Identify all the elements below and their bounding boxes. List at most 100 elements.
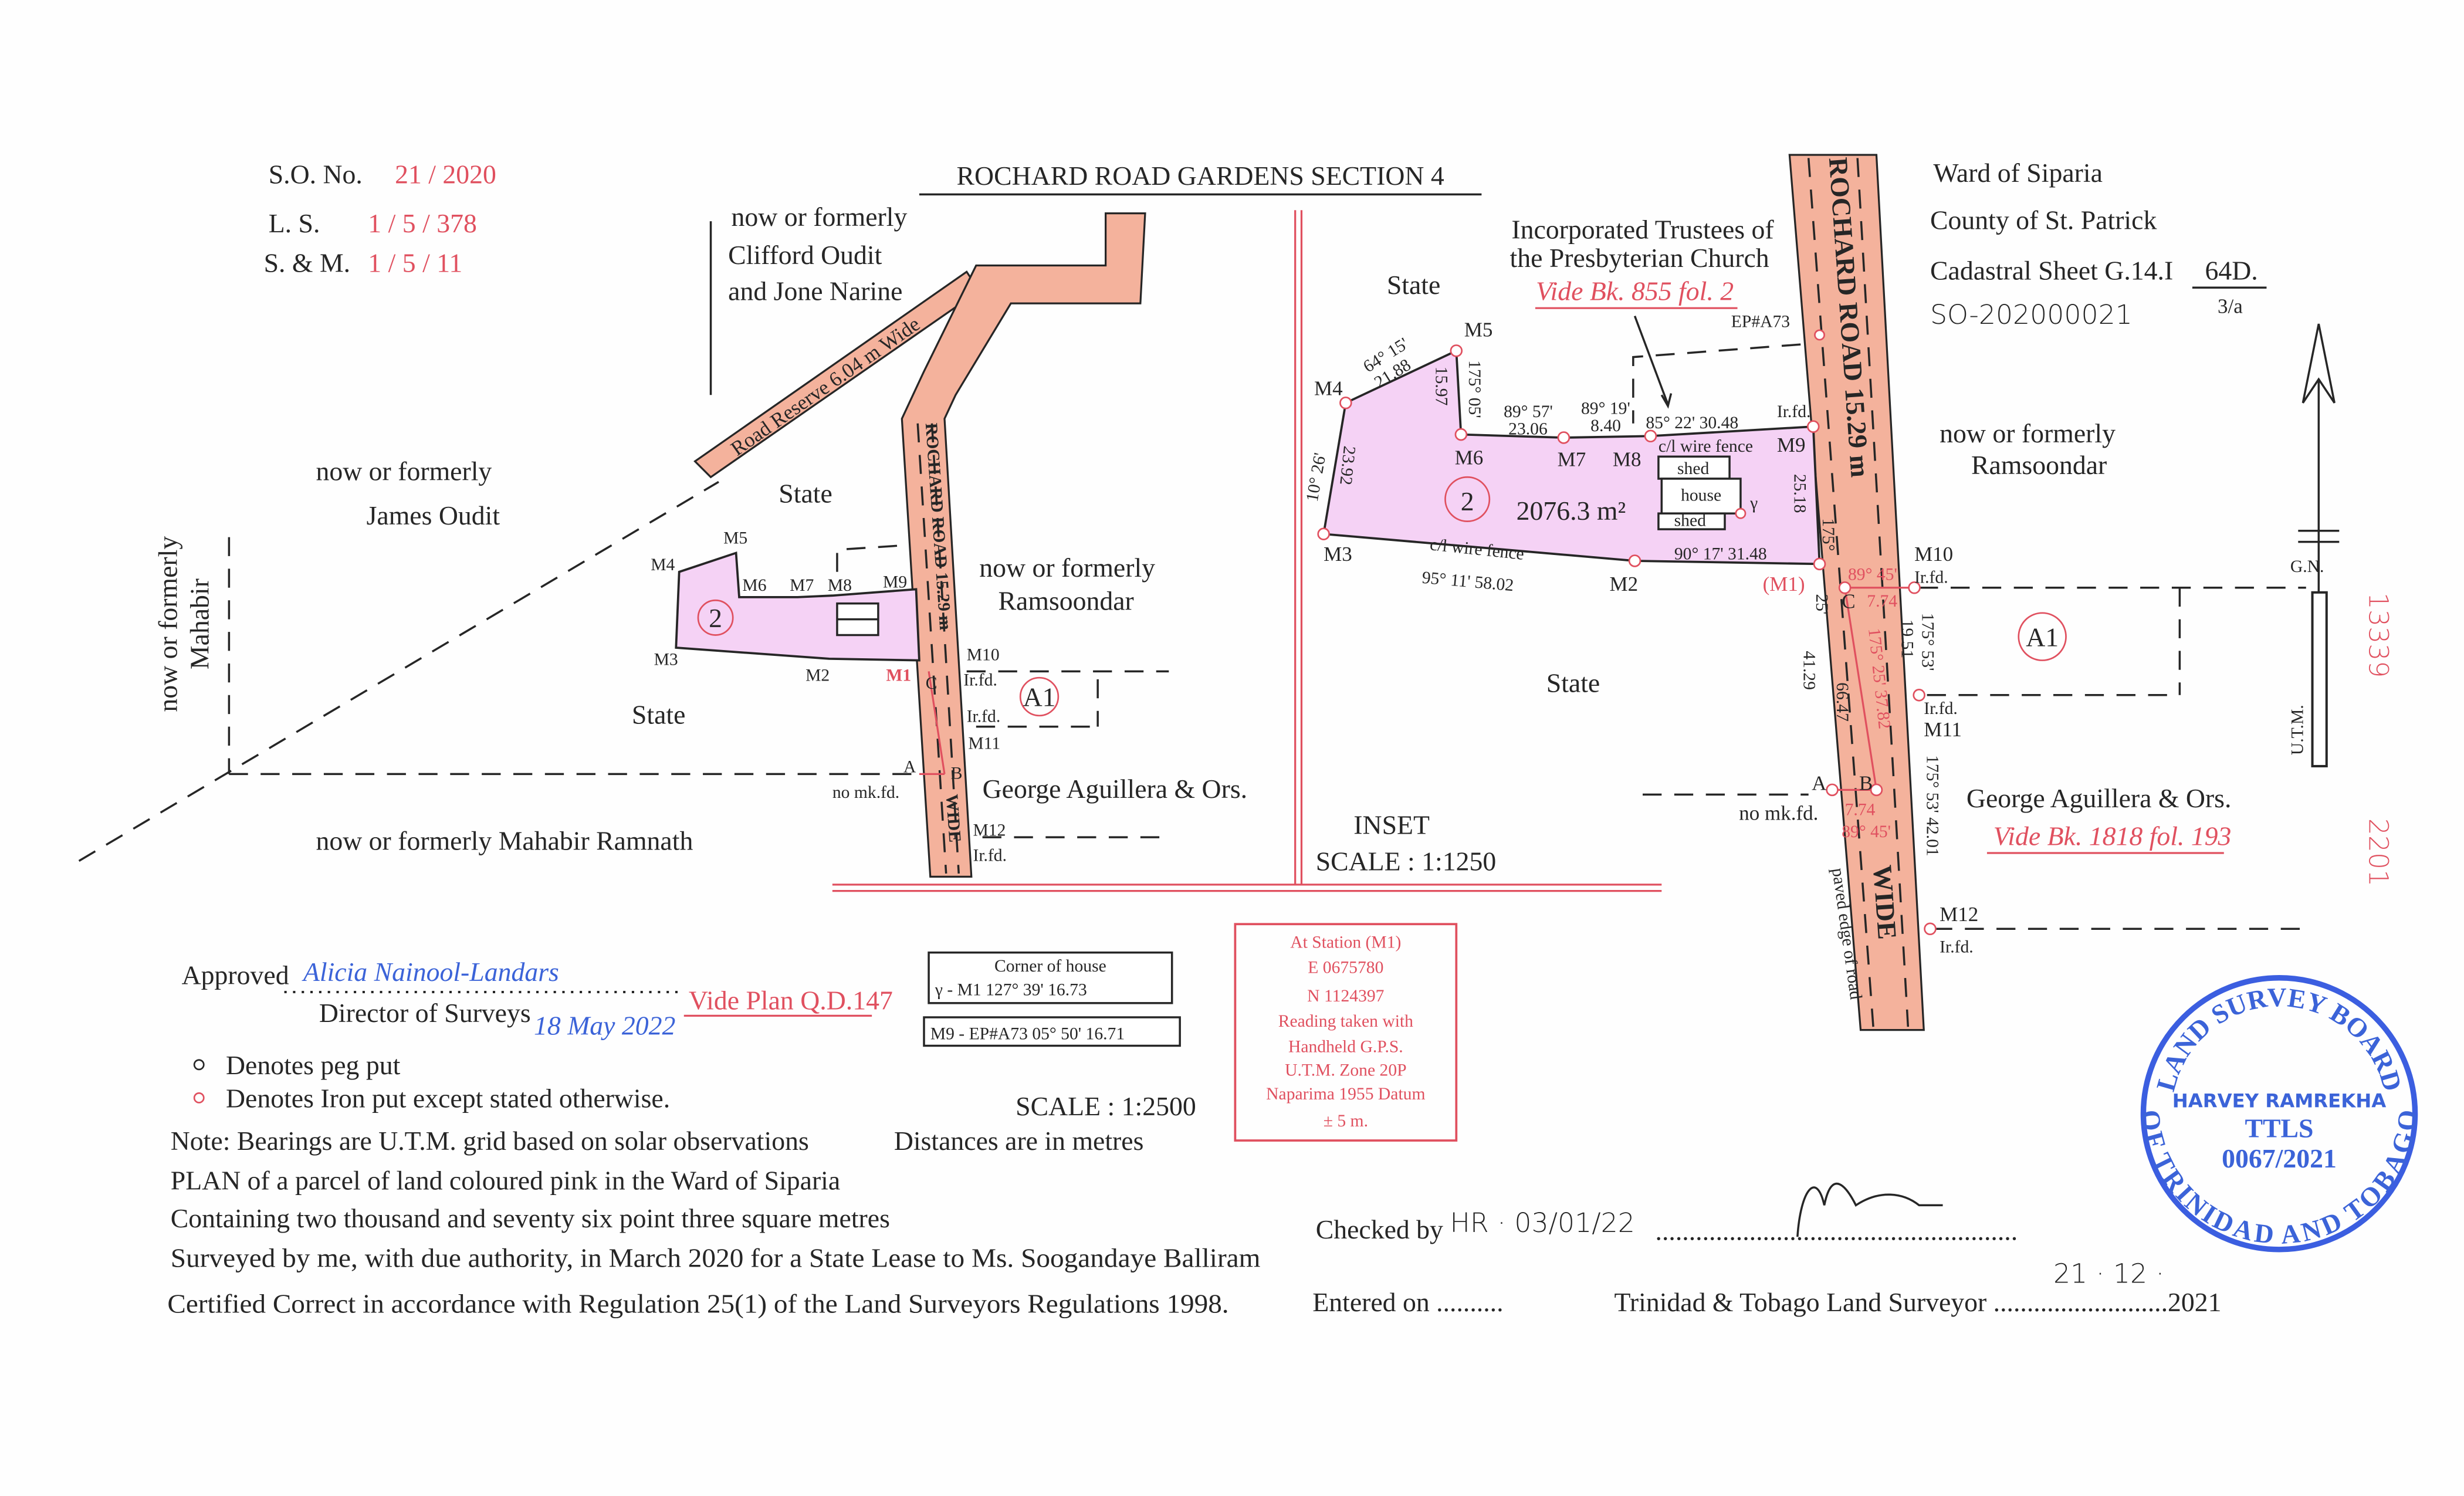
svg-text:Checked by: Checked by: [1316, 1214, 1443, 1244]
svg-text:Reading taken with: Reading taken with: [1278, 1012, 1413, 1031]
inset-label: INSET: [1353, 810, 1430, 840]
cadastral-sheet: 64D.: [2205, 256, 2257, 286]
road-wide: WIDE: [942, 794, 964, 843]
inset-plan: shed house shed γ 2 2076.3 m² A1 Incorpo…: [1303, 154, 2306, 1031]
boundary-line: [836, 544, 909, 572]
approval-block: Approved Alicia Nainool-Landars Director…: [182, 957, 893, 1041]
svg-text:25.18: 25.18: [1790, 474, 1809, 513]
svg-text:Distances are in metres: Distances are in metres: [894, 1126, 1144, 1156]
owner-name: Clifford Oudit: [728, 240, 882, 270]
svg-text:M3: M3: [654, 651, 678, 669]
svg-text:Ir.fd.: Ir.fd.: [1924, 699, 1958, 718]
owner-name: James Oudit: [367, 500, 500, 530]
svg-text:Entered on ..........: Entered on ..........: [1312, 1287, 1503, 1317]
svg-text:M5: M5: [1464, 319, 1493, 341]
cadastral-label: Cadastral Sheet G.14.I: [1930, 256, 2173, 286]
vide-reference: Vide Bk. 1818 fol. 193: [1993, 821, 2232, 851]
state-label: State: [779, 478, 832, 508]
ep-row: M9 - EP#A73 05° 50' 16.71: [930, 1025, 1125, 1044]
key-plan: 2 A1 now or formerly Clifford Oudit and …: [78, 202, 1247, 878]
svg-text:M5: M5: [723, 529, 747, 547]
sm-value: 1 / 5 / 11: [368, 248, 462, 277]
plan-title: ROCHARD ROAD GARDENS SECTION 4: [957, 161, 1444, 191]
svg-text:no mk.fd.: no mk.fd.: [1739, 802, 1818, 825]
owner-name: and Jone Narine: [728, 276, 902, 306]
svg-text:M9: M9: [883, 573, 907, 592]
gps-box: At Station (M1) E 0675780 N 1124397 Read…: [1234, 923, 1458, 1142]
svg-text:N 1124397: N 1124397: [1307, 987, 1384, 1006]
bearings-distances: 64° 15' 21.88 15.97 175° 05' 89° 57' 23.…: [1303, 334, 1942, 857]
svg-text:90° 17' 31.48: 90° 17' 31.48: [1674, 544, 1767, 563]
road-reserve-label: Road Reserve 6.04 m Wide: [726, 312, 924, 460]
handwritten-reference: 2201: [2363, 818, 2394, 886]
so-fraction: 3/a: [2218, 295, 2243, 317]
boundary-line: [1632, 343, 1801, 424]
so-value: 21 / 2020: [395, 160, 496, 189]
svg-text:7.74: 7.74: [1867, 592, 1897, 611]
svg-text:Ir.fd.: Ir.fd.: [973, 847, 1007, 865]
handwritten-reference: 13339: [2363, 593, 2394, 678]
svg-text:Denotes Iron put except stated: Denotes Iron put except stated otherwise…: [226, 1084, 670, 1113]
buildings: shed house shed γ: [1657, 455, 1758, 530]
tie-boxes: Corner of house γ - M1 127° 39' 16.73 M9…: [923, 951, 1181, 1047]
svg-text:PLAN of a parcel of land colou: PLAN of a parcel of land coloured pink i…: [171, 1166, 840, 1196]
svg-text:At Station (M1): At Station (M1): [1290, 933, 1401, 952]
svg-text:Ir.fd.: Ir.fd.: [1777, 402, 1811, 421]
svg-text:175° 53' 42.01: 175° 53' 42.01: [1923, 755, 1942, 857]
land-survey-board-stamp: LAND SURVEY BOARD OF TRINIDAD AND TOBAGO…: [2135, 975, 2423, 1253]
svg-text:23.06: 23.06: [1508, 420, 1548, 439]
svg-text:Director of Surveys: Director of Surveys: [319, 998, 531, 1028]
allotment-circle: [2018, 612, 2067, 661]
svg-text:c/l wire fence: c/l wire fence: [1659, 437, 1753, 456]
ls-value: 1 / 5 / 378: [368, 208, 477, 238]
svg-text:A: A: [1812, 771, 1827, 794]
north-arrow-icon: G.N. U.T.M.: [2288, 323, 2340, 767]
state-label: State: [632, 699, 685, 729]
svg-text:± 5 m.: ± 5 m.: [1324, 1112, 1368, 1131]
svg-text:89° 19': 89° 19': [1581, 400, 1630, 418]
location-block: Ward of Siparia County of St. Patrick Ca…: [1930, 158, 2267, 330]
svg-text:B: B: [1859, 771, 1873, 794]
svg-text:Trinidad & Tobago Land Survey: Trinidad & Tobago Land Surveyor ........…: [1615, 1287, 2222, 1317]
svg-text:0067/2021: 0067/2021: [2222, 1143, 2337, 1173]
allotment-circle: [1019, 676, 1060, 717]
owner-name: Ramsoondar: [999, 585, 1134, 615]
svg-text:Handheld G.P.S.: Handheld G.P.S.: [1288, 1037, 1403, 1056]
survey-date-handwriting: 21 · 12 ·: [2053, 1258, 2164, 1289]
svg-text:M8: M8: [828, 576, 852, 595]
svg-text:HARVEY RAMREKHA: HARVEY RAMREKHA: [2172, 1090, 2387, 1112]
peg-icon: [193, 1059, 205, 1071]
svg-text:M11: M11: [1924, 718, 1962, 741]
shed-label: shed: [1674, 512, 1706, 530]
svg-text:Naparima 1955 Datum: Naparima 1955 Datum: [1266, 1085, 1425, 1104]
inset-scale: SCALE : 1:1250: [1316, 847, 1497, 876]
road-wide: WIDE: [1867, 864, 1903, 940]
svg-text:C: C: [926, 674, 937, 693]
frame-lines: [832, 210, 1662, 892]
parcel-area: 2076.3 m²: [1517, 496, 1626, 526]
director-signature: Alicia Nainool-Landars: [302, 957, 559, 987]
legend: Denotes peg put Denotes Iron put except …: [193, 1050, 670, 1113]
svg-text:Ir.fd.: Ir.fd.: [1940, 938, 1974, 957]
svg-text:M9: M9: [1777, 434, 1806, 456]
svg-text:95° 11' 58.02: 95° 11' 58.02: [1421, 568, 1514, 595]
signoff: Checked by HR · 03/01/22 ...............…: [1312, 1182, 2222, 1317]
svg-text:Note: Bearings are U.T.M. grid: Note: Bearings are U.T.M. grid based on …: [171, 1126, 809, 1156]
svg-text:A: A: [903, 758, 916, 777]
svg-text:M8: M8: [1613, 448, 1641, 471]
header-block: S.O. No. 21 / 2020 L. S. 1 / 5 / 378 S. …: [264, 160, 1482, 277]
svg-text:C: C: [1842, 590, 1855, 613]
owner-name: George Aguillera & Ors.: [1967, 783, 2231, 813]
svg-text:U.T.M. Zone 20P: U.T.M. Zone 20P: [1285, 1061, 1407, 1080]
parcel-number-circle: [1444, 476, 1491, 522]
svg-text:M12: M12: [973, 821, 1006, 840]
corner-row: γ - M1 127° 39' 16.73: [935, 980, 1087, 999]
svg-text:Containing two thousand and se: Containing two thousand and seventy six …: [171, 1203, 890, 1233]
svg-text:M7: M7: [1558, 448, 1586, 471]
svg-text:B: B: [951, 764, 963, 783]
svg-text:89° 45': 89° 45': [1848, 565, 1897, 584]
svg-text:(M1): (M1): [1763, 573, 1805, 595]
svg-text:Ir.fd.: Ir.fd.: [963, 671, 997, 690]
svg-text:175°: 175°: [1819, 518, 1837, 551]
